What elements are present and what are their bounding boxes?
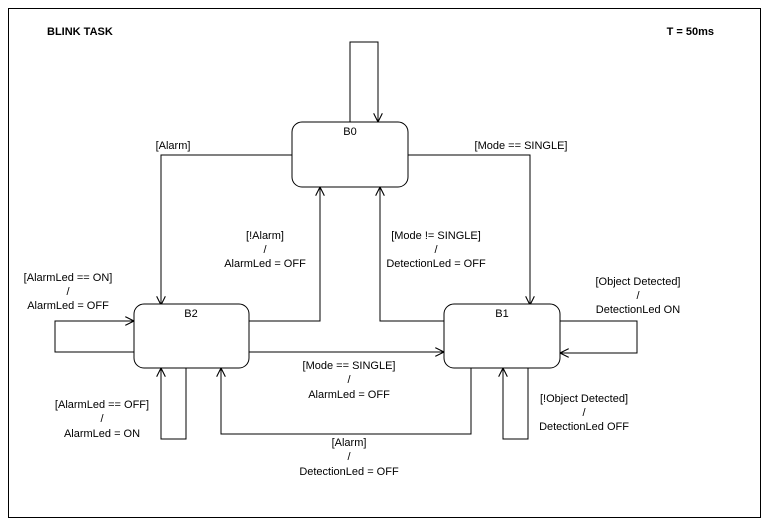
period-label: T = 50ms [667,26,714,38]
label-b2-to-b0-guard: [!Alarm] [246,230,284,242]
edge-b1-to-b0 [380,187,444,322]
edge-b0-self [349,41,378,122]
label-b1-self-bottom-action: DetectionLed OFF [539,421,629,433]
label-b1-self-right-action: DetectionLed ON [596,304,680,316]
label-b1-self-right-sep: / [636,290,640,302]
label-b2-to-b1: [Mode == SINGLE] / AlarmLed = OFF [303,360,396,401]
diagram-frame [8,8,761,518]
edge-b1-self-bottom [503,368,529,440]
label-b1-self-bottom-sep: / [582,407,586,419]
diagram-title: BLINK TASK [47,26,113,38]
label-b1-self-bottom-guard: [!Object Detected] [540,393,628,405]
label-b2-to-b1-action: AlarmLed = OFF [308,389,390,401]
label-b1-self-right-guard: [Object Detected] [596,276,681,288]
state-b2-label: B2 [184,308,197,320]
state-b0-label: B0 [343,126,356,138]
edge-b0-to-b2 [161,154,292,305]
edge-b0-to-b1 [408,154,530,305]
label-b2-self-left-action: AlarmLed = OFF [27,300,109,312]
label-b1-to-b2-action: DetectionLed = OFF [299,466,399,478]
edge-b1-self-right [560,320,638,353]
label-b0-to-b2-guard: [Alarm] [156,140,191,152]
label-b1-to-b0-action: DetectionLed = OFF [386,258,486,270]
label-b2-self-left-guard: [AlarmLed == ON] [24,272,113,284]
edge-b2-self-left [54,321,134,353]
label-b1-to-b2-sep: / [347,451,351,463]
label-b2-to-b0-sep: / [263,244,267,256]
label-b1-to-b0: [Mode != SINGLE] / DetectionLed = OFF [386,230,486,270]
label-b2-self-left: [AlarmLed == ON] / AlarmLed = OFF [24,272,113,312]
label-b1-to-b2: [Alarm] / DetectionLed = OFF [299,437,399,478]
edge-b1-to-b2 [221,368,472,435]
label-b2-to-b0: [!Alarm] / AlarmLed = OFF [224,230,306,270]
edge-b2-self-bottom [161,368,187,440]
label-b1-self-bottom: [!Object Detected] / DetectionLed OFF [539,393,629,433]
state-b1: B1 [443,303,561,369]
label-b2-self-bottom-action: AlarmLed = ON [64,428,140,440]
state-b0: B0 [291,121,409,188]
label-b2-self-bottom-guard: [AlarmLed == OFF] [55,399,149,411]
label-b1-to-b2-guard: [Alarm] [332,437,367,449]
label-b2-to-b1-guard: [Mode == SINGLE] [303,360,396,372]
label-b2-self-left-sep: / [66,286,70,298]
label-b2-to-b1-sep: / [347,374,351,386]
label-b2-self-bottom-sep: / [100,413,104,425]
state-b2: B2 [133,303,250,369]
label-b1-to-b0-guard: [Mode != SINGLE] [391,230,481,242]
label-b0-to-b1-guard: [Mode == SINGLE] [475,140,568,152]
state-b1-label: B1 [495,308,508,320]
label-b1-to-b0-sep: / [434,244,438,256]
label-b2-self-bottom: [AlarmLed == OFF] / AlarmLed = ON [55,399,149,440]
label-b1-self-right: [Object Detected] / DetectionLed ON [596,276,681,316]
label-b2-to-b0-action: AlarmLed = OFF [224,258,306,270]
edge-b2-to-b0 [249,187,320,322]
